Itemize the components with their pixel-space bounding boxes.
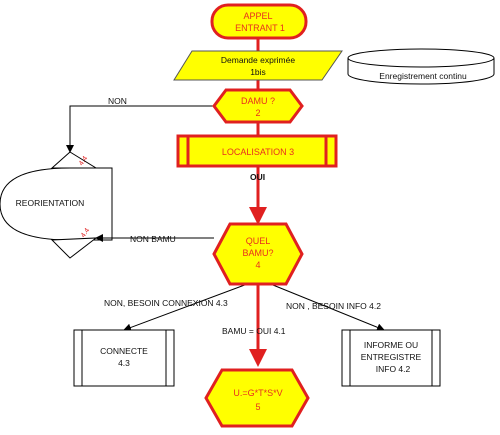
edge-label-non: NON [108, 96, 127, 106]
reorientation-label: REORIENTATION [16, 198, 85, 208]
informe-line1: INFORME OU [364, 340, 418, 350]
edge-label-non-connexion: NON, BESOIN CONNEXION 4.3 [104, 298, 228, 308]
quel-line1: QUEL [246, 236, 271, 246]
node-enregistrement-continu: Enregistrement continu [347, 48, 495, 85]
reorientation-top-marker [50, 151, 98, 169]
reorientation-bottom-marker [50, 237, 98, 259]
node-informe: INFORME OU ENTREGISTRE INFO 4.2 [341, 329, 441, 387]
edge-label-non-bamu: NON BAMU [130, 234, 176, 244]
appel-line2: ENTRANT 1 [235, 23, 285, 33]
damu-line1: DAMU ? [241, 96, 275, 106]
quel-line3: 4 [255, 260, 260, 270]
demande-line2: 1bis [250, 67, 266, 77]
node-reorientation: REORIENTATION 4.4 4.4 [0, 151, 113, 259]
enregistrement-label: Enregistrement continu [379, 71, 467, 81]
edge-label-oui: OUI [250, 172, 265, 182]
node-demande-exprimee: Demande exprimée 1bis [173, 50, 343, 81]
edge-label-bamu-oui: BAMU = OUI 4.1 [222, 326, 286, 336]
appel-line1: APPEL [243, 11, 272, 21]
informe-line2: ENTREGISTRE [361, 352, 422, 362]
node-quel-bamu: QUEL BAMU? 4 [212, 222, 304, 286]
reorientation-mark-bottom: 4.4 [80, 227, 91, 239]
node-damu: DAMU ? 2 [212, 88, 304, 124]
edge-quel-informe [267, 282, 385, 332]
reorientation-mark-top: 4.4 [78, 155, 89, 167]
edge-quel-connecte [123, 282, 251, 332]
final-line1: U.=G*T*S*V [233, 388, 282, 398]
node-localisation: LOCALISATION 3 [176, 134, 338, 168]
localisation-label: LOCALISATION 3 [222, 147, 294, 157]
final-line2: 5 [255, 402, 260, 412]
damu-line2: 2 [255, 108, 260, 118]
demande-line1: Demande exprimée [221, 55, 295, 65]
node-appel-entrant: APPEL ENTRANT 1 [210, 3, 308, 40]
connecte-line2: 4.3 [118, 358, 130, 368]
connecte-line1: CONNECTE [100, 346, 148, 356]
node-final: U.=G*T*S*V 5 [204, 368, 310, 428]
node-connecte: CONNECTE 4.3 [73, 329, 175, 387]
edge-label-non-info: NON , BESOIN INFO 4.2 [286, 301, 381, 311]
edge-damu-non [66, 105, 214, 153]
informe-line3: INFO 4.2 [376, 364, 411, 374]
quel-line2: BAMU? [242, 248, 273, 258]
